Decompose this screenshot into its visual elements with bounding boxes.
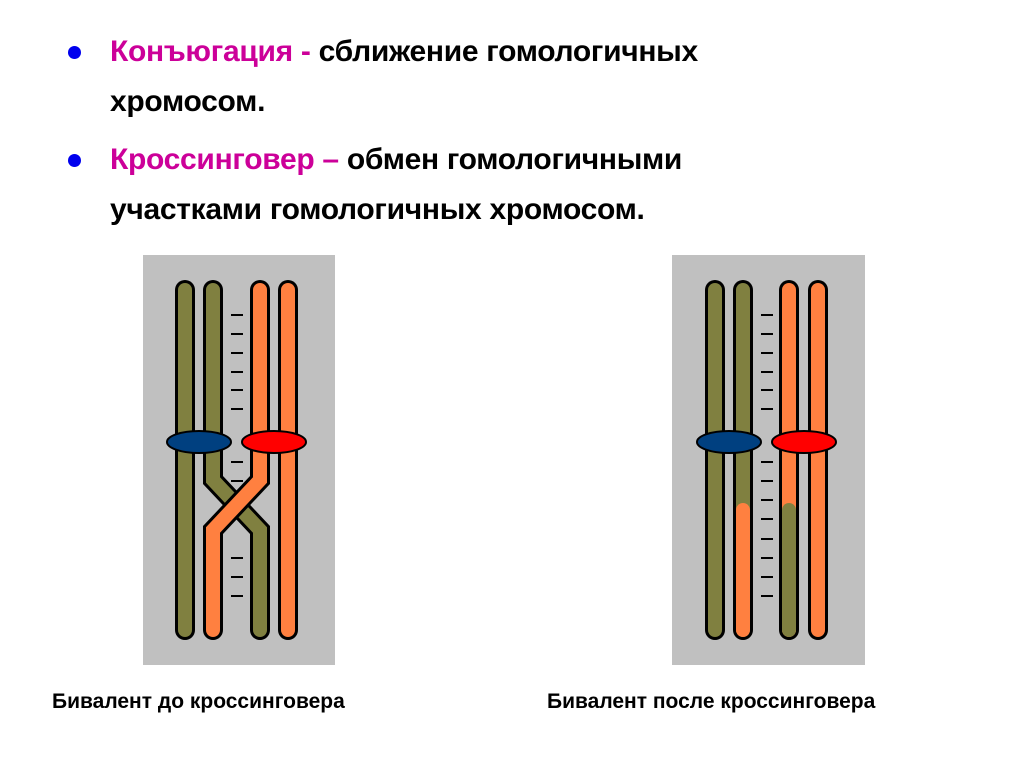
term-crossingover: Кроссинговер [110,143,315,176]
centromere-blue [696,430,762,454]
bullet-conjugation: Конъюгация - сближение гомологичных хромо… [68,27,828,127]
centromere-blue [166,430,232,454]
definition-line2: хромосом. [110,85,266,118]
definition-line1: обмен гомологичными [346,143,683,176]
caption-before: Бивалент до кроссинговера [52,690,345,713]
chromosome-after-illustration [696,280,837,640]
separator: – [314,143,347,176]
chromosome-before-illustration [166,280,307,640]
term-conjugation: Конъюгация [110,35,293,68]
definition-line2: участками гомологичных хромосом. [110,193,645,226]
bivalent-after-diagram [672,255,865,665]
definition-line1: сближение гомологичных [318,35,699,68]
centromere-red [241,430,307,454]
bullet-icon [68,154,81,167]
bullet-crossingover: Кроссинговер – обмен гомологичными участк… [68,135,828,235]
centromere-red [771,430,837,454]
caption-after: Бивалент после кроссинговера [547,690,876,713]
bullet-icon [68,46,81,59]
bivalent-before-diagram [143,255,335,665]
separator: - [292,35,319,68]
